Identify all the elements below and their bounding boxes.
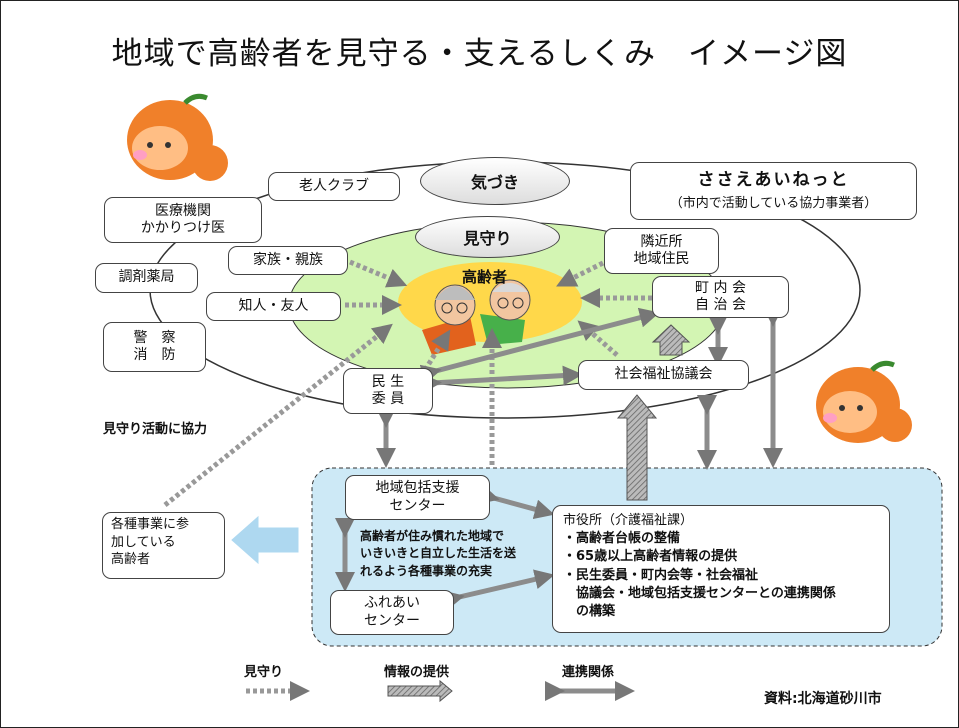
source-note: 資料:北海道砂川市 bbox=[764, 691, 882, 707]
elderly-label: 高齢者 bbox=[462, 268, 508, 286]
neighbors-label-1: 隣近所 bbox=[640, 233, 683, 250]
awareness-oval: 気づき bbox=[420, 157, 570, 205]
pharmacy-label: 調剤薬局 bbox=[118, 269, 175, 286]
participating-elderly-label-2: 加している bbox=[111, 534, 176, 550]
family-box: 家族・親族 bbox=[228, 246, 348, 275]
town-assoc-box: 町 内 会 自 治 会 bbox=[652, 276, 789, 318]
city-office-item-2: ・65歳以上高齢者情報の提供 bbox=[563, 549, 738, 565]
support-network-sub: （市内で活動している協力事業者） bbox=[669, 195, 878, 211]
police-label-1: 警 察 bbox=[133, 329, 176, 346]
community-center-label-2: センター bbox=[389, 497, 446, 514]
city-office-item-1: ・高齢者台帳の整備 bbox=[563, 531, 681, 547]
welfare-commissioner-label-1: 民 生 bbox=[371, 373, 405, 390]
town-assoc-label-2: 自 治 会 bbox=[695, 297, 746, 313]
fureai-center-label-1: ふれあい bbox=[364, 595, 420, 611]
neighbors-box: 隣近所 地域住民 bbox=[604, 228, 719, 274]
police-box: 警 察 消 防 bbox=[103, 322, 206, 372]
medical-label-1: 医療機関 bbox=[155, 202, 211, 219]
medical-box: 医療機関 かかりつけ医 bbox=[104, 197, 262, 243]
participating-elderly-box: 各種事業に参 加している 高齢者 bbox=[102, 512, 225, 579]
fureai-center-label-2: センター bbox=[364, 612, 420, 629]
watch-oval: 見守り bbox=[415, 216, 560, 258]
awareness-label: 気づき bbox=[470, 173, 519, 192]
community-center-label-1: 地域包括支援 bbox=[375, 480, 460, 496]
support-network-box: ささえあいねっと （市内で活動している協力事業者） bbox=[630, 162, 917, 220]
support-network-name: ささえあいねっと bbox=[697, 170, 850, 191]
friends-label: 知人・友人 bbox=[238, 297, 309, 314]
elderly-club-label: 老人クラブ bbox=[299, 177, 369, 194]
friends-box: 知人・友人 bbox=[206, 292, 341, 321]
legend-info-label: 情報の提供 bbox=[384, 665, 450, 680]
medical-label-2: かかりつけ医 bbox=[140, 220, 226, 236]
legend-graphics bbox=[246, 679, 635, 703]
pharmacy-box: 調剤薬局 bbox=[95, 263, 198, 293]
city-office-item-4: 協議会・地域包括支援センターとの連携関係 bbox=[563, 585, 836, 601]
legend-info-arrow bbox=[387, 679, 453, 703]
mascot-right bbox=[816, 360, 912, 443]
center-description: 高齢者が住み慣れた地域で いきいきと自立した生活を送 れるよう各種事業の充実 bbox=[360, 528, 516, 580]
city-office-item-5: の構築 bbox=[563, 603, 616, 619]
participating-elderly-label-1: 各種事業に参 bbox=[111, 517, 190, 532]
center-description-line-3: れるよう各種事業の充実 bbox=[360, 563, 493, 578]
city-office-title: 市役所（介護福祉課） bbox=[563, 513, 694, 528]
center-description-line-1: 高齢者が住み慣れた地域で bbox=[360, 529, 505, 543]
elderly-club-box: 老人クラブ bbox=[268, 172, 400, 201]
legend-watch-label: 見守り bbox=[244, 665, 284, 680]
mascot-top-left bbox=[127, 93, 228, 181]
city-office-box: 市役所（介護福祉課） ・高齢者台帳の整備 ・65歳以上高齢者情報の提供 ・民生委… bbox=[552, 505, 890, 633]
police-label-2: 消 防 bbox=[133, 347, 176, 363]
page-title: 地域で高齢者を見守る・支えるしくみ イメージ図 bbox=[111, 36, 848, 72]
participating-elderly-label-3: 高齢者 bbox=[111, 552, 151, 568]
info-arrows bbox=[616, 324, 691, 501]
center-description-line-2: いきいきと自立した生活を送 bbox=[360, 546, 517, 561]
watch-cooperation-text: 見守り活動に協力 bbox=[103, 422, 208, 437]
social-welfare-label: 社会福祉協議会 bbox=[614, 366, 713, 383]
neighbors-label-2: 地域住民 bbox=[633, 251, 690, 267]
social-welfare-box: 社会福祉協議会 bbox=[578, 360, 749, 390]
city-office-item-3: ・民生委員・町内会等・社会福祉 bbox=[563, 567, 759, 583]
legend-link-label: 連携関係 bbox=[562, 665, 615, 680]
watch-label: 見守り bbox=[463, 229, 512, 248]
welfare-commissioner-label-2: 委 員 bbox=[371, 391, 405, 407]
town-assoc-label-1: 町 内 会 bbox=[695, 279, 746, 296]
welfare-commissioner-box: 民 生 委 員 bbox=[343, 368, 433, 414]
fureai-center-box: ふれあい センター bbox=[330, 590, 454, 635]
community-center-box: 地域包括支援 センター bbox=[345, 475, 490, 520]
participation-arrow bbox=[231, 515, 299, 565]
link-arrows bbox=[335, 307, 783, 611]
family-label: 家族・親族 bbox=[253, 251, 323, 268]
